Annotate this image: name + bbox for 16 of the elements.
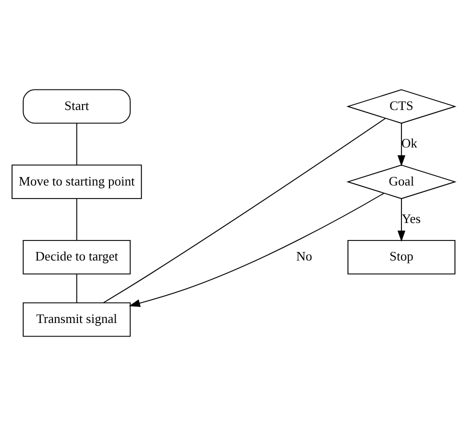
arrow	[128, 192, 384, 306]
edge-label: Yes	[402, 210, 421, 226]
connector	[76, 273, 78, 303]
connector	[102, 117, 386, 303]
connector	[76, 122, 78, 165]
node-diamond: CTS	[346, 88, 456, 124]
node-box: Move to starting point	[12, 164, 142, 199]
node-box: Decide to target	[22, 239, 131, 274]
arrow	[398, 122, 406, 166]
node-diamond: Goal	[346, 164, 456, 199]
edge-label: No	[296, 248, 312, 264]
node-box: Start	[22, 88, 131, 124]
node-box: Stop	[347, 239, 456, 274]
arrow	[398, 198, 406, 242]
node-box: Transmit signal	[22, 302, 131, 336]
connector	[76, 198, 78, 240]
